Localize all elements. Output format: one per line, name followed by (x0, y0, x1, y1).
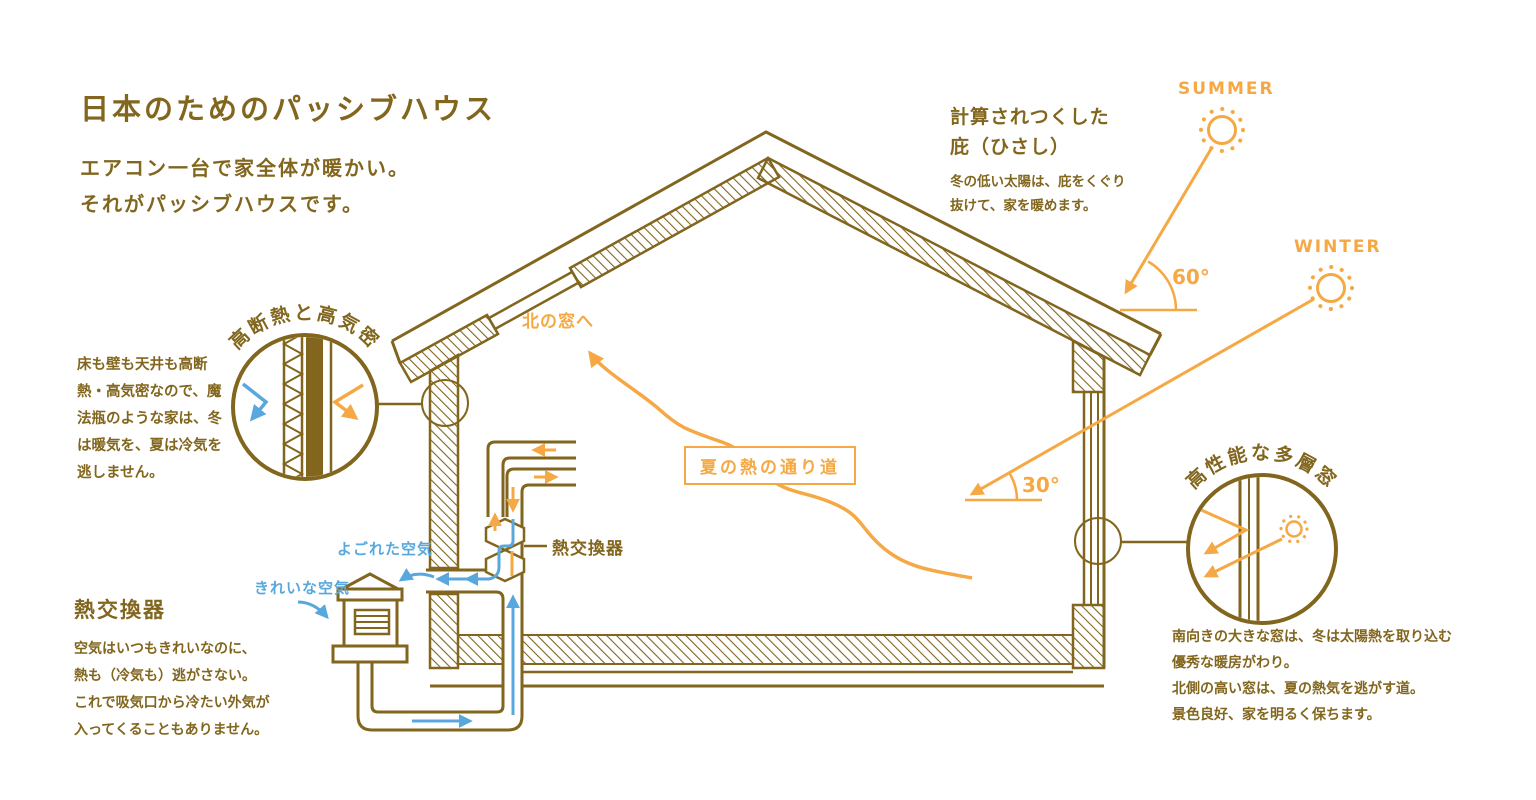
roof-outline (391, 130, 1162, 343)
eaves-body: 冬の低い太陽は、庇をくぐり 抜けて、家を暖めます。 (950, 174, 1126, 214)
house-shell (390, 130, 1163, 688)
warm-bounce-arrow (331, 383, 364, 420)
sun-angles: 60° 30° (965, 107, 1354, 502)
winter-label: WINTER (1294, 237, 1382, 257)
intake-vent-icon (331, 572, 409, 664)
clean-air-arrow (297, 600, 329, 620)
north-roof-window (485, 267, 583, 335)
insulation-zigzag (281, 337, 305, 477)
right-wall-lower (1071, 603, 1106, 670)
left-wall-lower (428, 592, 460, 670)
roof-band-right (756, 156, 1152, 377)
left-wall-upper (428, 352, 460, 570)
solar-gain-arrow (1203, 537, 1283, 578)
insulation-circle (231, 333, 379, 481)
dirty-air-label: よごれた空気 (337, 540, 434, 558)
floor-slab-right (521, 634, 1074, 665)
winter-sun-icon (1308, 265, 1354, 311)
window-callout: 高性能な多層窓 (1074, 442, 1340, 625)
intro-text: エアコン一台で家全体が暖かい。 それがパッシブハウスです。 (80, 156, 410, 216)
clean-air-label: きれいな空気 (254, 579, 351, 597)
summer-label: SUMMER (1178, 79, 1275, 99)
summer-angle-label: 60° (1172, 265, 1210, 289)
north-window-label: 北の窓へ (522, 312, 594, 332)
summer-heat-path-box: 夏の熱の通り道 (684, 446, 856, 485)
eaves-heading: 計算されつくした 庇（ひさし） (950, 106, 1110, 158)
summer-ray-arrow (1124, 148, 1213, 295)
exhaust-out-arrow (398, 568, 435, 582)
winter-ray-arrow (969, 297, 1315, 496)
windows-body: 南向きの大きな窓は、冬は太陽熱を取り込む 優秀な暖房がわり。 北側の高い窓は、夏… (1172, 629, 1452, 723)
page-title: 日本のためのパッシブハウス (80, 92, 497, 126)
summer-sun-icon (1199, 107, 1245, 153)
heat-exchanger-diagram-label: 熱交換器 (552, 539, 624, 559)
air-flows (297, 443, 559, 728)
small-sun-icon (1279, 514, 1309, 544)
winter-angle-label: 30° (1022, 473, 1060, 497)
heat-exchanger-body: 空気はいつもきれいなのに、 熱も（冷気も）逃がさない。 これで吸気口から冷たい外… (74, 641, 270, 738)
insulation-callout: 高断熱と高気密 (225, 302, 469, 481)
insulation-body: 床も壁も天井も高断 熱・高気密なので、魔 法瓶のような家は、冬 は暖気を、夏は冷… (77, 357, 222, 481)
cold-bounce-arrow (241, 382, 269, 422)
heat-exchanger-heading: 熱交換器 (74, 598, 166, 622)
heat-reflect-arrow (1198, 507, 1250, 555)
floor-slab-left (457, 634, 504, 665)
